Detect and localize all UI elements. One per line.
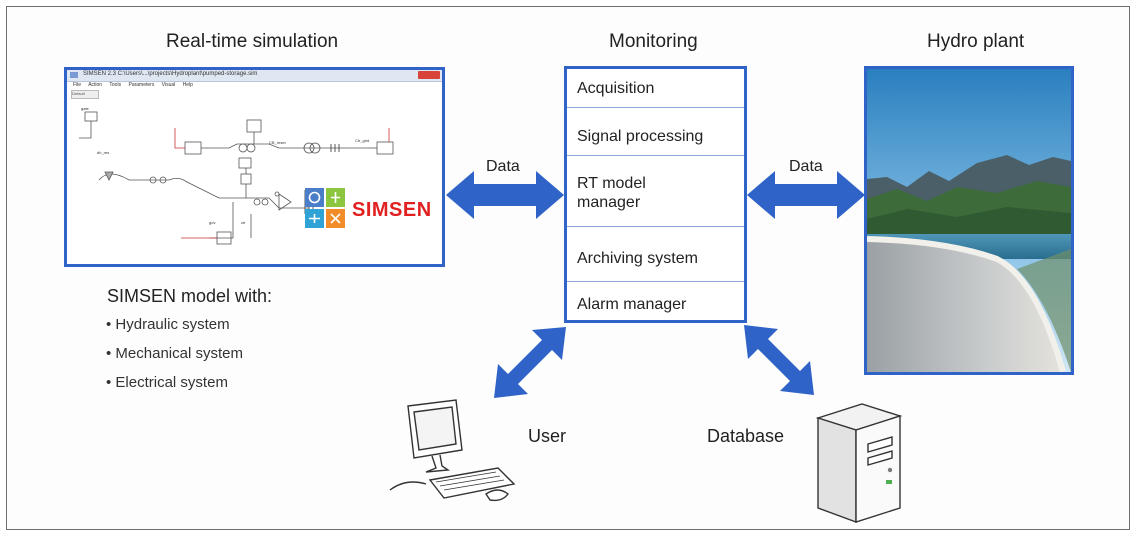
monitoring-box: Acquisition Signal processing RT model m… <box>564 66 747 323</box>
simsen-menubar: File Action Tools Parameters Visual Help <box>67 82 442 90</box>
simsen-window-title: SIMSEN 2.3 C:\Users\...\projects\Hydropl… <box>83 71 258 77</box>
divider <box>567 281 744 282</box>
database-label: Database <box>707 426 785 446</box>
window-close-icon[interactable] <box>418 71 440 79</box>
right-data-label: Data <box>789 158 823 175</box>
monitoring-title: Monitoring <box>609 31 698 52</box>
simsen-schematic: gate dh_res CB_reser Ctr_grid gov ctr <box>79 106 394 245</box>
menu-file[interactable]: File <box>73 82 82 88</box>
monitoring-item-signal-processing: Signal processing <box>577 128 704 145</box>
svg-text:CB_reser: CB_reser <box>269 140 287 145</box>
monitoring-item-acquisition: Acquisition <box>577 80 655 97</box>
divider <box>567 226 744 227</box>
database-arrow <box>744 325 814 395</box>
svg-text:Ctr_grid: Ctr_grid <box>355 138 369 143</box>
monitoring-item-alarm-manager: Alarm manager <box>577 296 687 313</box>
database-server-icon <box>815 403 903 524</box>
dam-image <box>867 69 1071 372</box>
simulation-title: Real-time simulation <box>166 31 339 52</box>
monitoring-item-archiving-system: Archiving system <box>577 250 698 267</box>
left-data-label: Data <box>486 158 520 175</box>
divider <box>567 107 744 108</box>
simsen-logo-text: SIMSEN <box>352 199 432 221</box>
app-icon <box>70 72 78 78</box>
model-bullet-electrical: • Electrical system <box>106 374 228 391</box>
model-bullet-hydraulic: • Hydraulic system <box>106 316 230 333</box>
menu-tools[interactable]: Tools <box>109 82 122 88</box>
divider <box>567 155 744 156</box>
simsen-toolbar-dropdown[interactable]: Default <box>71 90 99 99</box>
svg-text:gate: gate <box>81 106 90 111</box>
hydro-plant-title: Hydro plant <box>927 31 1025 52</box>
simsen-window-titlebar: SIMSEN 2.3 C:\Users\...\projects\Hydropl… <box>67 70 442 82</box>
simsen-logo-icon <box>305 188 345 228</box>
hydro-plant-photo <box>864 66 1074 375</box>
server-led <box>887 467 893 473</box>
menu-parameters[interactable]: Parameters <box>128 82 155 88</box>
model-bullet-mechanical: • Mechanical system <box>106 345 243 362</box>
svg-text:ctr: ctr <box>241 220 246 225</box>
user-arrow <box>494 327 566 398</box>
monitoring-item-rt-model-manager: RT model manager <box>577 175 646 211</box>
svg-text:gov: gov <box>209 220 215 225</box>
data-arrow-right <box>747 171 865 219</box>
computer-icon <box>389 399 516 502</box>
menu-visual[interactable]: Visual <box>161 82 176 88</box>
user-label: User <box>528 426 567 446</box>
server-led-green <box>886 480 892 484</box>
svg-text:dh_res: dh_res <box>97 150 109 155</box>
menu-action[interactable]: Action <box>88 82 103 88</box>
model-description-heading: SIMSEN model with: <box>107 286 273 306</box>
simsen-window: SIMSEN 2.3 C:\Users\...\projects\Hydropl… <box>64 67 445 267</box>
menu-help[interactable]: Help <box>182 82 193 88</box>
data-arrow-left <box>446 171 564 219</box>
